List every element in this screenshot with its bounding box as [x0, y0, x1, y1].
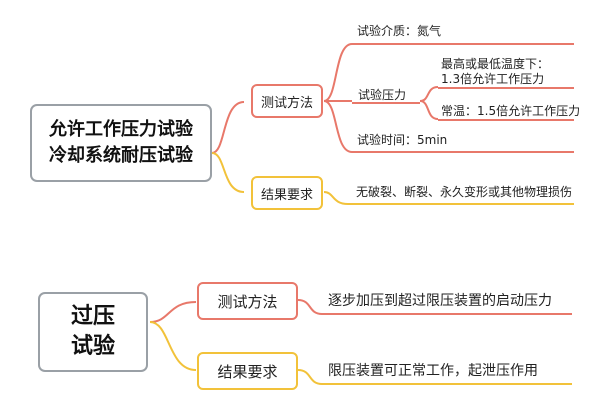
result-label: 结果要求 [260, 187, 313, 203]
pressure-normal-text: 常温：1.5倍允许工作压力 [441, 104, 581, 118]
result-text-1: 无破裂、断裂、永久变形或其他物理损伤 [356, 185, 573, 199]
root-node-2: 过压 试验 [38, 292, 148, 372]
root-node-2-line1: 过压 [70, 304, 115, 329]
test-time-underline [352, 151, 574, 153]
test-method-node-1: 测试方法 [251, 84, 323, 118]
root-node-1-line1: 允许工作压力试验 [49, 119, 193, 140]
test-pressure-label: 试验压力 [358, 88, 407, 102]
test-medium-underline [352, 43, 574, 45]
result-underline-1 [348, 203, 574, 205]
root-node-1: 允许工作压力试验 冷却系统耐压试验 [30, 104, 212, 182]
test-method-text-2: 逐步加压到超过限压装置的启动压力 [328, 293, 552, 309]
test-method-label-2: 测试方法 [217, 292, 278, 311]
pressure-high-low-underline [438, 87, 574, 89]
test-pressure-underline [352, 102, 420, 104]
result-label-2: 结果要求 [217, 362, 278, 381]
test-time-text: 试验时间：5min [357, 133, 448, 147]
test-method-underline-2 [322, 313, 572, 315]
root-node-2-line2: 试验 [70, 334, 115, 359]
pressure-normal-underline [438, 119, 574, 121]
pressure-high-low-line1: 最高或最低温度下： [441, 57, 550, 71]
result-text-2: 限压装置可正常工作，起泄压作用 [328, 363, 538, 379]
result-node-2: 结果要求 [197, 352, 298, 390]
test-method-label: 测试方法 [260, 95, 313, 111]
result-underline-2 [322, 383, 572, 385]
result-node-1: 结果要求 [251, 176, 323, 210]
root-node-1-line2: 冷却系统耐压试验 [49, 145, 193, 166]
pressure-high-low-line2: 1.3倍允许工作压力 [441, 72, 545, 86]
test-medium-text: 试验介质：氮气 [357, 24, 442, 38]
test-method-node-2: 测试方法 [197, 282, 298, 320]
